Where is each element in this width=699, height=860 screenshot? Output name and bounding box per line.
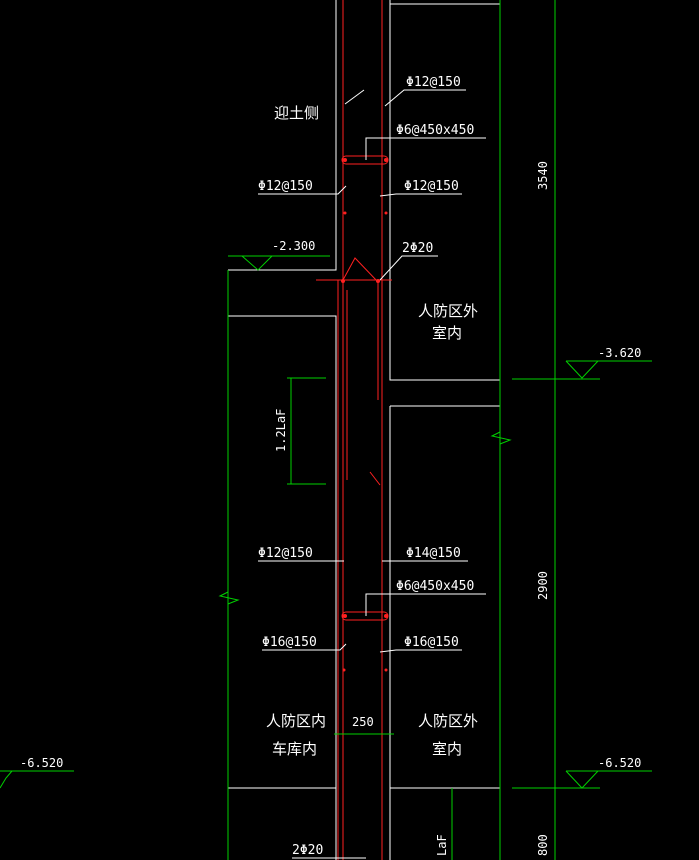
left-lower-room-outline (228, 315, 337, 789)
leader-rebar-lower-left (262, 643, 347, 651)
rebar-mid-right-label: Φ14@150 (406, 546, 461, 561)
height-upper-dim: 3540 (536, 161, 550, 190)
right-lower-room-outline (389, 405, 501, 789)
break-mark-right (490, 431, 512, 445)
outside-upper-line1: 人防区外 (418, 302, 478, 320)
rebar-mid-left-label: Φ12@150 (258, 546, 313, 561)
outside-lower-line2: 室内 (432, 740, 462, 758)
text-labels: 迎土侧 Φ12@150 Φ6@450x450 Φ12@150 Φ12@150 2… (20, 75, 641, 858)
rebar-2phi20-top-label: 2Φ20 (402, 241, 433, 256)
rebar-lower-left-label: Φ16@150 (262, 635, 317, 650)
rebar-dots (341, 158, 388, 672)
rebar-dot (343, 158, 347, 162)
far-left-level-triangle (0, 770, 13, 789)
leader-rebar-top-right (384, 89, 466, 107)
rebar-dot (343, 614, 347, 618)
rebar-dot (343, 211, 347, 215)
leader-rebar-upper-right (379, 193, 462, 197)
tie-top-label: Φ6@450x450 (396, 123, 474, 138)
left-level-triangle (241, 255, 273, 271)
rebar-dot (342, 668, 346, 672)
rebar-upper-left-label: Φ12@150 (258, 179, 313, 194)
outside-lower-line1: 人防区外 (418, 712, 478, 730)
lap-length-bottom-dim: LaF (435, 834, 449, 856)
right-lower-level-triangle (565, 770, 599, 789)
left-level-text: -2.300 (272, 239, 315, 253)
rebar-dot (384, 614, 388, 618)
rebar-group (316, 0, 392, 860)
right-upper-level-triangle (565, 360, 599, 379)
leader-tie-top (365, 137, 486, 160)
rebar-dot (384, 668, 388, 672)
outside-upper-line2: 室内 (432, 324, 462, 342)
leader-tie-bottom (365, 593, 486, 616)
dimension-lines (0, 0, 652, 860)
rebar-dot (341, 279, 345, 283)
rebar-dot (384, 211, 388, 215)
rebar-dot (376, 279, 380, 283)
tie-bottom-rect (341, 611, 389, 621)
inside-line1: 人防区内 (266, 712, 326, 730)
rebar-top-right-label: Φ12@150 (406, 75, 461, 90)
lap-length-dim: 1.2LaF (274, 409, 288, 452)
rebar-2phi20-bottom-label: 2Φ20 (292, 843, 323, 858)
soil-side-label: 迎土侧 (274, 104, 319, 122)
height-lower-dim: 2900 (536, 571, 550, 600)
rebar-upper-right-label: Φ12@150 (404, 179, 459, 194)
leader-rebar-upper-left (258, 185, 347, 195)
leader-soil-side (344, 89, 365, 105)
leader-lines (258, 89, 486, 859)
tie-top-rect (341, 155, 389, 165)
wall-thickness-dim: 250 (352, 715, 374, 729)
rebar-kink (369, 471, 381, 486)
rebar-dot (384, 158, 388, 162)
inside-line2: 车库内 (272, 740, 317, 758)
rebar-lower-right-label: Φ16@150 (404, 635, 459, 650)
break-mark-left (218, 591, 240, 605)
tie-bottom-label: Φ6@450x450 (396, 579, 474, 594)
rebar-top-hook (342, 257, 379, 283)
right-upper-level-text: -3.620 (598, 346, 641, 360)
height-bottom-dim: 800 (536, 834, 550, 856)
leader-2phi20-top (379, 255, 438, 281)
right-lower-level-text: -6.520 (598, 756, 641, 770)
far-left-level-text: -6.520 (20, 756, 63, 770)
leader-rebar-lower-right (379, 649, 462, 653)
left-upper-slab-outline (228, 0, 337, 271)
